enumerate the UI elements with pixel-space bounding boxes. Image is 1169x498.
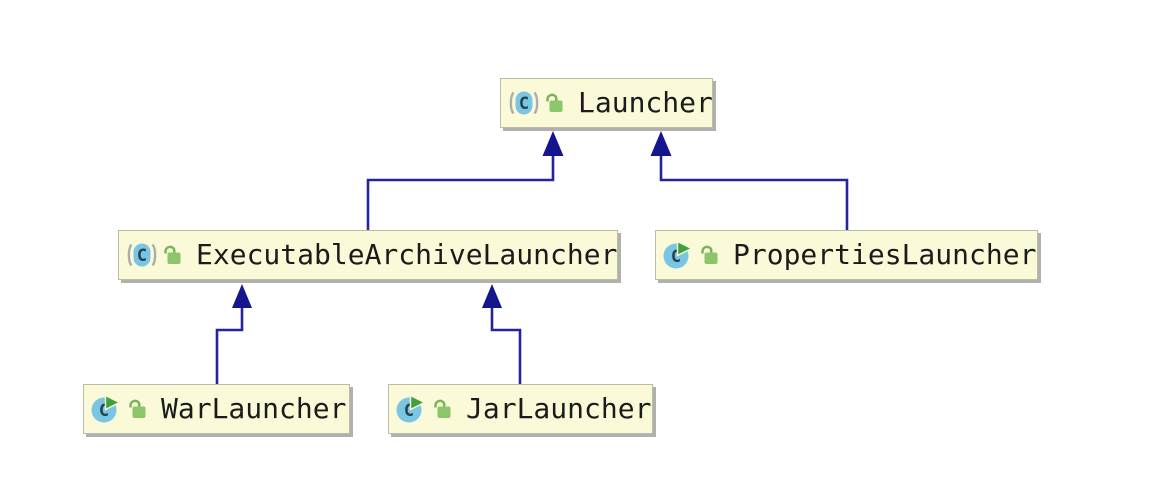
class-name-label: ExecutableArchiveLauncher bbox=[196, 238, 618, 271]
class-node-executablearchivelauncher[interactable]: C ExecutableArchiveLauncher bbox=[118, 230, 618, 280]
edge-propertieslauncher-to-launcher bbox=[650, 131, 849, 230]
unlocked-icon bbox=[431, 397, 453, 421]
class-node-jarlauncher[interactable]: C JarLauncher bbox=[388, 384, 653, 434]
edge-warlauncher-to-executablearchivelauncher bbox=[215, 284, 252, 384]
class-node-warlauncher[interactable]: C WarLauncher bbox=[83, 384, 350, 434]
class-name-label: JarLauncher bbox=[466, 392, 652, 425]
svg-text:C: C bbox=[137, 246, 147, 266]
svg-text:C: C bbox=[519, 94, 529, 114]
svg-text:C: C bbox=[99, 401, 109, 421]
runnable-class-icon: C bbox=[395, 395, 429, 423]
abstract-class-icon: C bbox=[125, 242, 159, 268]
class-name-label: WarLauncher bbox=[161, 392, 347, 425]
unlocked-icon bbox=[126, 397, 148, 421]
class-name-label: PropertiesLauncher bbox=[733, 238, 1037, 271]
svg-text:C: C bbox=[404, 401, 414, 421]
runnable-class-icon: C bbox=[662, 241, 696, 269]
unlocked-icon bbox=[161, 243, 183, 267]
abstract-class-icon: C bbox=[507, 90, 541, 116]
class-node-launcher[interactable]: C Launcher bbox=[500, 78, 713, 128]
unlocked-icon bbox=[698, 243, 720, 267]
unlocked-icon bbox=[543, 91, 565, 115]
runnable-class-icon: C bbox=[90, 395, 124, 423]
edge-jarlauncher-to-executablearchivelauncher bbox=[482, 284, 522, 384]
class-name-label: Launcher bbox=[578, 86, 713, 119]
class-node-propertieslauncher[interactable]: C PropertiesLauncher bbox=[655, 230, 1038, 280]
svg-text:C: C bbox=[671, 247, 681, 267]
edge-executablearchivelauncher-to-launcher bbox=[366, 131, 564, 230]
